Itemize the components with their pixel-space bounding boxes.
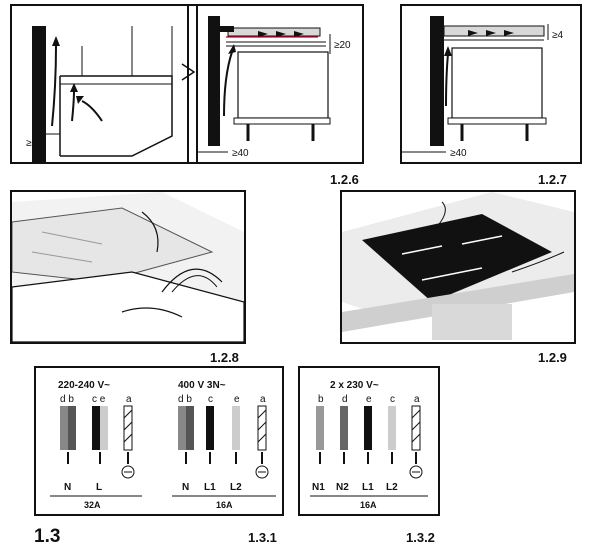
figure-1-3-2-label: 1.3.2 (406, 530, 435, 545)
two-terminal-n1: N1 (312, 482, 325, 493)
single-wire-letters-1: d b (60, 394, 74, 405)
figure-1-3-2-wiring-panel: 2 x 230 V~ b d e c a N1 N2 L1 L2 16A (298, 366, 440, 516)
two-wire-letter-4: c (390, 394, 395, 405)
figure-1-3-1-label: 1.3.1 (248, 530, 277, 545)
two-terminal-l1: L1 (362, 482, 374, 493)
wiring-single-and-three-phase: 220-240 V~ d b c e a N L 32A 400 V 3N~ d… (50, 380, 276, 510)
figure-1-2-9-panel (340, 190, 576, 344)
figure-1-2-9-label: 1.2.9 (538, 350, 567, 365)
figure-1-2-8-panel (10, 190, 246, 344)
figure-1-2-7-label: 1.2.7 (538, 172, 567, 187)
figure-1-2-8-drawing (12, 192, 244, 342)
three-terminal-n: N (182, 482, 189, 493)
figure-1-3-wiring-panel: 220-240 V~ d b c e a N L 32A 400 V 3N~ d… (34, 366, 284, 516)
three-terminal-l2: L2 (230, 482, 242, 493)
three-wire-letters-4: a (260, 394, 266, 405)
figure-1-2-6-panel: ≥20 ≥40 (196, 4, 364, 164)
figure-1-3-clearance-panel: ≥40 (10, 4, 198, 164)
gap-4-label: ≥4 (552, 30, 563, 41)
wiring-two-phase: 2 x 230 V~ b d e c a N1 N2 L1 L2 16A (310, 380, 428, 510)
two-terminal-n2: N2 (336, 482, 349, 493)
gap-40-label: ≥40 (450, 148, 467, 159)
three-terminal-l1: L1 (204, 482, 216, 493)
single-wire-letters-2: c e (92, 394, 106, 405)
single-wire-letters-3: a (126, 394, 132, 405)
two-wire-letter-1: b (318, 394, 324, 405)
two-wire-letter-3: e (366, 394, 372, 405)
two-wire-letter-5: a (414, 394, 420, 405)
single-terminal-n: N (64, 482, 71, 493)
two-amperage: 16A (360, 500, 377, 510)
three-amperage: 16A (216, 500, 233, 510)
figure-1-3-drawing: ≥40 (26, 6, 196, 162)
single-terminal-l: L (96, 482, 102, 493)
figure-1-3-label: 1.3 (34, 526, 61, 547)
single-amperage: 32A (84, 500, 101, 510)
three-wire-letters-3: e (234, 394, 240, 405)
three-phase-voltage: 400 V 3N~ (178, 380, 226, 391)
three-wire-letters-1: d b (178, 394, 192, 405)
gap-40-label: ≥40 (232, 148, 249, 159)
clearance-40-label: ≥40 (26, 138, 43, 149)
figure-1-2-6-label: 1.2.6 (330, 172, 359, 187)
single-phase-voltage: 220-240 V~ (58, 380, 110, 391)
two-wire-letter-2: d (342, 394, 348, 405)
figure-1-2-6-drawing: ≥20 ≥40 (198, 16, 351, 159)
three-wire-letters-2: c (208, 394, 213, 405)
figure-1-2-7-drawing: ≥4 ≥40 (402, 16, 563, 159)
figure-1-2-8-label: 1.2.8 (210, 350, 239, 365)
figure-1-2-9-drawing (342, 192, 574, 340)
two-terminal-l2: L2 (386, 482, 398, 493)
figure-1-2-7-panel: ≥4 ≥40 (400, 4, 582, 164)
gap-20-label: ≥20 (334, 40, 351, 51)
two-phase-voltage: 2 x 230 V~ (330, 380, 379, 391)
